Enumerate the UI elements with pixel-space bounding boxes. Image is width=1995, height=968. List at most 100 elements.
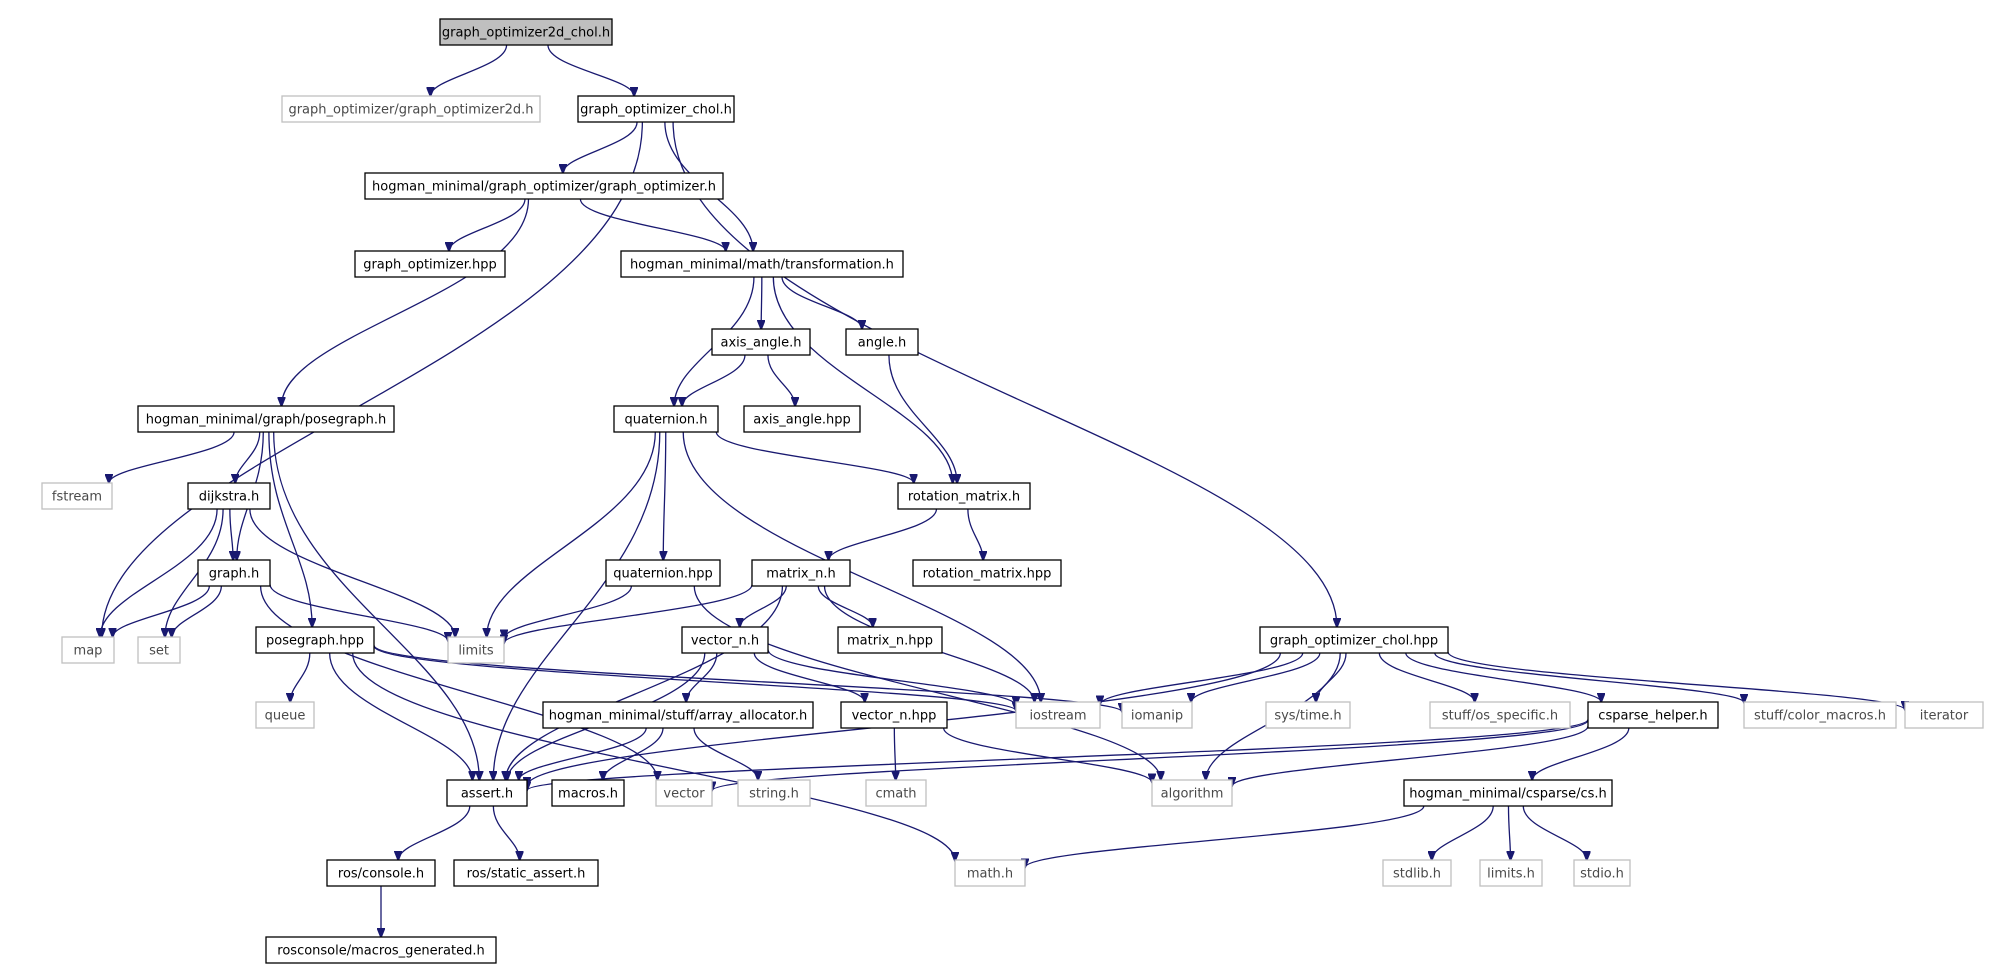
- node-label: vector_n.h: [691, 634, 759, 649]
- node-posegraph[interactable]: hogman_minimal/graph/posegraph.h: [137, 405, 395, 433]
- node-label: quaternion.h: [624, 413, 707, 428]
- node-dijkstra[interactable]: dijkstra.h: [187, 482, 271, 510]
- edge-trans-to-rotm: [772, 276, 952, 483]
- node-box: [737, 779, 811, 807]
- node-rcmacros[interactable]: rosconsole/macros_generated.h: [265, 936, 497, 964]
- node-label: graph_optimizer_chol.h: [580, 103, 732, 118]
- node-gochhpp[interactable]: graph_optimizer_chol.hpp: [1259, 626, 1449, 654]
- edge-posegraph-to-asserth: [273, 431, 480, 780]
- edge-pghpp-to-iostream: [373, 645, 1016, 711]
- edge-vecn-to-vecnhpp: [753, 652, 864, 702]
- node-csh[interactable]: hogman_minimal/csparse/cs.h: [1403, 779, 1613, 807]
- edge-csh-to-mathh: [1025, 805, 1425, 868]
- node-box: [865, 779, 927, 807]
- edge-csh-to-stdlib: [1432, 805, 1494, 860]
- node-box: [61, 636, 115, 664]
- node-gohpp[interactable]: graph_optimizer.hpp: [354, 250, 506, 278]
- node-box: [1151, 779, 1233, 807]
- node-box: [912, 559, 1062, 587]
- node-rossa[interactable]: ros/static_assert.h: [453, 859, 599, 887]
- node-quat[interactable]: quaternion.h: [613, 405, 719, 433]
- edge-matn-to-limits: [504, 584, 753, 644]
- edge-dijkstra-to-graphh: [230, 508, 233, 560]
- node-box: [551, 779, 625, 807]
- node-box: [453, 859, 599, 887]
- edge-posegraph-to-fstream: [109, 431, 235, 483]
- node-roscon[interactable]: ros/console.h: [326, 859, 436, 887]
- edge-root-to-go2d: [430, 44, 508, 96]
- node-box: [845, 328, 919, 356]
- node-label: vector: [663, 787, 705, 802]
- edge-posegraph-to-pghpp: [268, 431, 312, 627]
- node-trans[interactable]: hogman_minimal/math/transformation.h: [620, 250, 904, 278]
- edge-gochhpp-to-iostream: [1100, 652, 1304, 704]
- node-map: map: [61, 636, 115, 664]
- node-rotmhpp[interactable]: rotation_matrix.hpp: [912, 559, 1062, 587]
- node-hmgo[interactable]: hogman_minimal/graph_optimizer/graph_opt…: [364, 172, 724, 200]
- node-matn[interactable]: matrix_n.h: [751, 559, 851, 587]
- node-label: posegraph.hpp: [266, 634, 364, 649]
- node-go2d: graph_optimizer/graph_optimizer2d.h: [281, 95, 541, 123]
- edge-arralloc-to-macros: [603, 727, 664, 780]
- edge-asserth-to-roscon: [398, 805, 471, 860]
- node-graphh[interactable]: graph.h: [197, 559, 271, 587]
- node-goch[interactable]: graph_optimizer_chol.h: [577, 95, 735, 123]
- edge-pghpp-to-mathh: [352, 652, 955, 861]
- edge-matn-to-asserth: [506, 585, 784, 780]
- edge-rotm-to-rotmhpp: [967, 508, 983, 560]
- node-box: [1382, 859, 1452, 887]
- node-root[interactable]: graph_optimizer2d_chol.h: [439, 18, 613, 46]
- node-box: [1121, 701, 1193, 729]
- node-box: [326, 859, 436, 887]
- node-box: [364, 172, 724, 200]
- node-cshelper[interactable]: csparse_helper.h: [1587, 701, 1719, 729]
- node-label: dijkstra.h: [199, 490, 260, 505]
- node-label: angle.h: [858, 336, 906, 351]
- node-box: [840, 701, 948, 729]
- node-macros[interactable]: macros.h: [551, 779, 625, 807]
- edge-csh-to-stdio: [1522, 805, 1586, 860]
- node-box: [197, 559, 271, 587]
- node-box: [897, 482, 1031, 510]
- node-matnhpp[interactable]: matrix_n.hpp: [837, 626, 943, 654]
- edge-matn-to-matnhpp: [817, 585, 872, 627]
- node-box: [577, 95, 735, 123]
- node-vector: vector: [655, 779, 713, 807]
- node-iostream: iostream: [1015, 701, 1101, 729]
- edge-goch-to-gochhpp: [672, 121, 1337, 627]
- edge-goch-to-map: [102, 121, 644, 637]
- edge-quat-to-quathpp: [663, 431, 665, 560]
- node-label: rosconsole/macros_generated.h: [277, 944, 484, 959]
- node-vecnhpp[interactable]: vector_n.hpp: [840, 701, 948, 729]
- node-box: [711, 328, 811, 356]
- node-set: set: [137, 636, 181, 664]
- edge-gochhpp-to-colormac: [1434, 652, 1744, 703]
- node-arralloc[interactable]: hogman_minimal/stuff/array_allocator.h: [542, 701, 814, 729]
- node-asserth[interactable]: assert.h: [446, 779, 528, 807]
- node-box: [655, 779, 713, 807]
- node-label: hogman_minimal/stuff/array_allocator.h: [549, 709, 807, 724]
- edge-graphh-to-vector: [259, 585, 658, 780]
- node-box: [542, 701, 814, 729]
- node-box: [41, 482, 113, 510]
- edge-quat-to-limits: [487, 431, 656, 637]
- node-label: ros/static_assert.h: [467, 867, 586, 882]
- node-label: matrix_n.hpp: [847, 634, 933, 649]
- node-label: macros.h: [558, 787, 618, 802]
- node-box: [743, 405, 861, 433]
- edge-vecn-to-arralloc: [686, 652, 718, 702]
- node-box: [1573, 859, 1631, 887]
- edge-asserth-to-rossa: [492, 805, 519, 860]
- node-pghpp[interactable]: posegraph.hpp: [255, 626, 375, 654]
- node-axis[interactable]: axis_angle.h: [711, 328, 811, 356]
- node-label: iostream: [1029, 709, 1086, 724]
- node-quathpp[interactable]: quaternion.hpp: [605, 559, 721, 587]
- node-axishpp[interactable]: axis_angle.hpp: [743, 405, 861, 433]
- node-rotm[interactable]: rotation_matrix.h: [897, 482, 1031, 510]
- node-angle[interactable]: angle.h: [845, 328, 919, 356]
- node-vecn[interactable]: vector_n.h: [681, 626, 769, 654]
- node-box: [605, 559, 721, 587]
- edge-gochhpp-to-iomanip: [1191, 652, 1321, 702]
- node-label: hogman_minimal/math/transformation.h: [630, 258, 894, 273]
- node-box: [954, 859, 1026, 887]
